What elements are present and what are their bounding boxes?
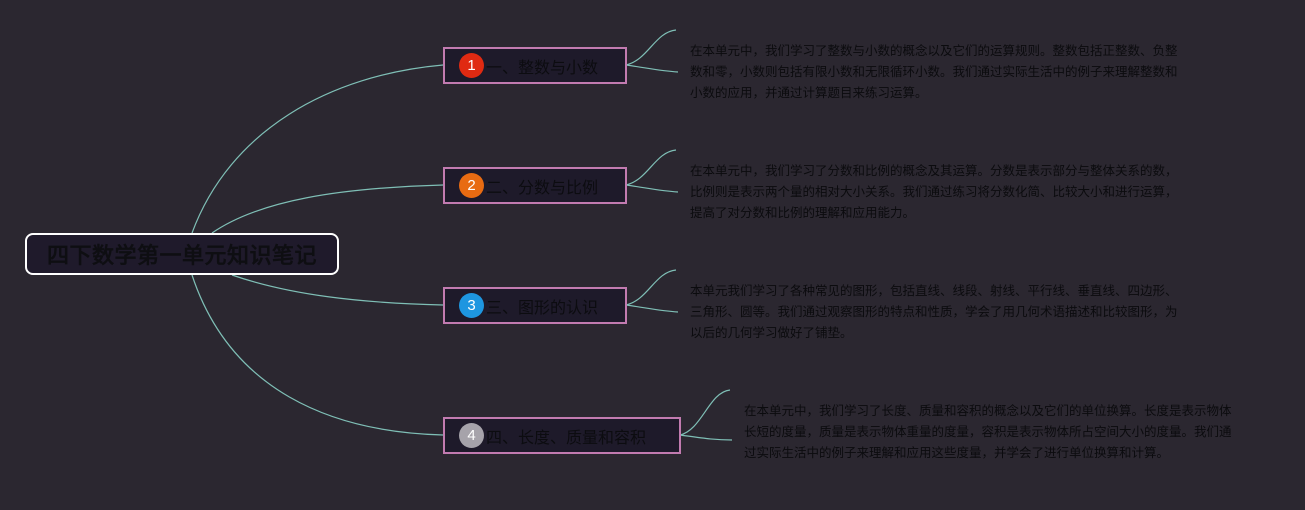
connector-topic-1-note	[625, 29, 677, 66]
connector-topic-4-note	[679, 389, 731, 436]
topic-number-badge: 4	[459, 423, 484, 448]
topic-label: 一、整数与小数	[486, 57, 599, 77]
topic-node-3[interactable]: 3 三、图形的认识	[443, 287, 627, 324]
root-title: 四下数学第一单元知识笔记	[46, 244, 317, 269]
topic-number-badge: 3	[459, 293, 484, 318]
connector-root-topic-3	[231, 274, 444, 306]
root-node[interactable]: 四下数学第一单元知识笔记	[25, 233, 339, 275]
connector-topic-3-note-end	[625, 304, 679, 313]
topic-number-badge: 2	[459, 173, 484, 198]
topic-node-2[interactable]: 2 二、分数与比例	[443, 167, 627, 204]
topic-note-2: 在本单元中，我们学习了分数和比例的概念及其运算。分数是表示部分与整体关系的数，比…	[690, 163, 1178, 220]
topic-label: 二、分数与比例	[486, 177, 599, 197]
connector-topic-1-note-end	[625, 64, 679, 73]
topic-label: 四、长度、质量和容积	[486, 427, 647, 447]
connector-topic-2-note	[625, 149, 677, 186]
topic-node-1[interactable]: 1 一、整数与小数	[443, 47, 627, 84]
connector-root-topic-4	[191, 274, 444, 436]
connector-topic-4-note-end	[679, 434, 733, 441]
topic-node-4[interactable]: 4 四、长度、质量和容积	[443, 417, 681, 454]
topic-label: 三、图形的认识	[486, 297, 599, 317]
topic-note-3: 本单元我们学习了各种常见的图形，包括直线、线段、射线、平行线、垂直线、四边形、三…	[690, 283, 1178, 340]
connector-topic-3-note	[625, 269, 677, 306]
topic-note-4: 在本单元中，我们学习了长度、质量和容积的概念以及它们的单位换算。长度是表示物体长…	[744, 403, 1232, 460]
topic-note-1: 在本单元中，我们学习了整数与小数的概念以及它们的运算规则。整数包括正整数、负整数…	[690, 43, 1178, 100]
topic-number-badge: 1	[459, 53, 484, 78]
connector-topic-2-note-end	[625, 184, 679, 193]
connector-root-topic-1	[191, 64, 444, 234]
connector-root-topic-2	[211, 184, 444, 234]
